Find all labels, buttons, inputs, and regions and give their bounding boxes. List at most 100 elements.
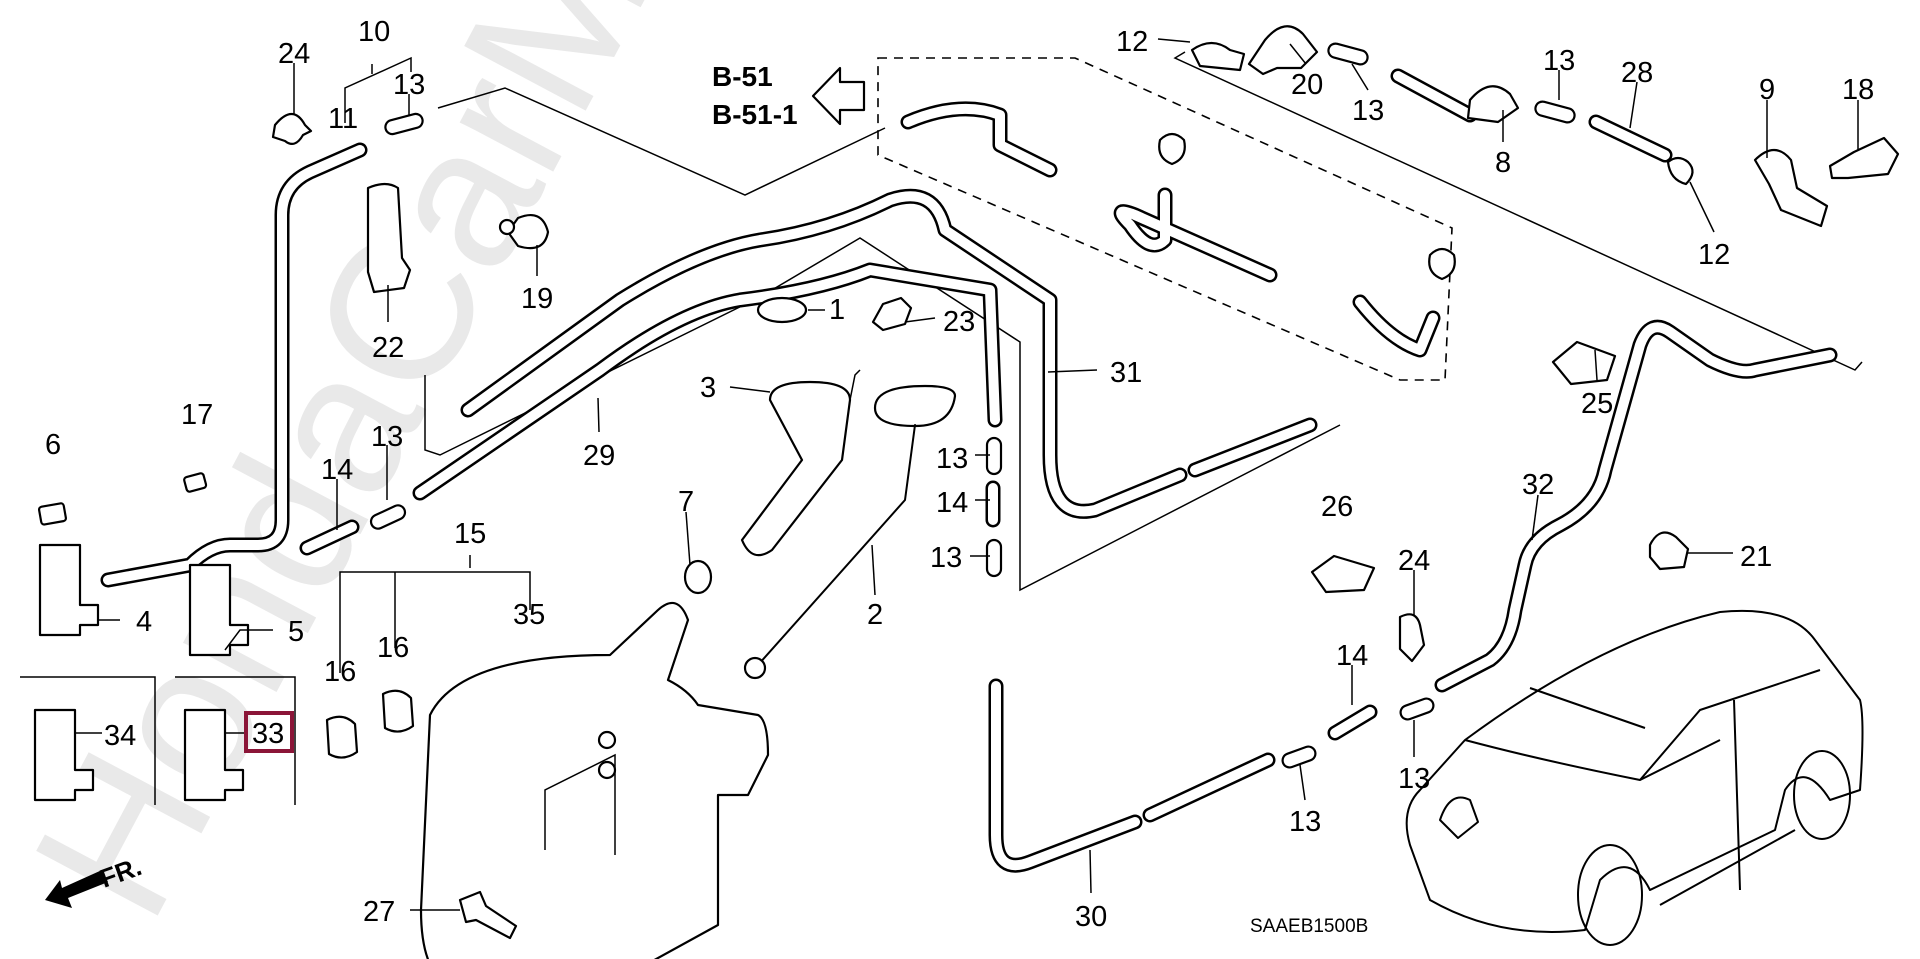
callout-12[interactable]: 12 [1698, 239, 1730, 271]
callout-15[interactable]: 15 [454, 518, 486, 550]
callout-24[interactable]: 24 [1398, 545, 1430, 577]
hose-11 [100, 142, 368, 588]
clamp-icon [1398, 613, 1426, 663]
grommet-icon [381, 689, 415, 733]
joint-icon [985, 538, 1003, 578]
vehicle-illustration [1405, 609, 1864, 946]
callout-3[interactable]: 3 [700, 372, 716, 404]
callout-labels: 10 24 11 13 12 20 13 13 28 9 18 8 12 19 … [45, 16, 1874, 933]
grommet-icon [325, 715, 359, 759]
callout-4[interactable]: 4 [136, 606, 152, 638]
frame-line-right [1173, 51, 1863, 371]
hose-30 [988, 678, 1276, 873]
pump-motor-icon [183, 708, 245, 802]
reference-b51[interactable]: B-51 [712, 61, 773, 92]
callout-23[interactable]: 23 [943, 306, 975, 338]
t-joint-icon [1666, 156, 1694, 186]
frame-line-mid [424, 237, 1341, 592]
pad-icon [37, 502, 67, 526]
callout-13[interactable]: 13 [393, 69, 425, 101]
callout-13[interactable]: 13 [1398, 763, 1430, 795]
callout-17[interactable]: 17 [181, 399, 213, 431]
pad-icon [1310, 554, 1376, 594]
grommet-icon [506, 214, 550, 250]
callout-13[interactable]: 13 [1352, 95, 1384, 127]
callout-32[interactable]: 32 [1522, 469, 1554, 501]
callout-9[interactable]: 9 [1759, 74, 1775, 106]
callout-33[interactable]: 33 [252, 718, 284, 750]
group-brackets [20, 56, 531, 805]
callout-14[interactable]: 14 [1336, 640, 1368, 672]
pump-motor-icon [38, 543, 100, 637]
callout-31[interactable]: 31 [1110, 357, 1142, 389]
front-arrow-icon [45, 870, 108, 908]
bolt-icon [458, 890, 518, 940]
callout-6[interactable]: 6 [45, 429, 61, 461]
callout-5[interactable]: 5 [288, 616, 304, 648]
pad-icon [1551, 340, 1617, 386]
callout-25[interactable]: 25 [1581, 388, 1613, 420]
callout-18[interactable]: 18 [1842, 74, 1874, 106]
callout-13[interactable]: 13 [930, 542, 962, 574]
parts [33, 25, 1900, 959]
callout-27[interactable]: 27 [363, 896, 395, 928]
callout-19[interactable]: 19 [521, 283, 553, 315]
hose-b51 [900, 101, 1456, 358]
callout-30[interactable]: 30 [1075, 901, 1107, 933]
joint-icon [1327, 42, 1369, 66]
callout-13[interactable]: 13 [936, 443, 968, 475]
callout-8[interactable]: 8 [1495, 147, 1511, 179]
callout-13[interactable]: 13 [1289, 806, 1321, 838]
callout-7[interactable]: 7 [678, 486, 694, 518]
joint-icon [1534, 100, 1576, 124]
bracket-icon [366, 182, 412, 294]
cap-icon [873, 384, 957, 428]
washer-tank [419, 601, 770, 959]
reference-block: B-51 B-51-1 [712, 61, 866, 130]
callout-16[interactable]: 16 [324, 656, 356, 688]
clamp-icon [1648, 531, 1690, 571]
callout-16[interactable]: 16 [377, 632, 409, 664]
section-dashed-outline [877, 57, 1453, 381]
joint-icon [1281, 745, 1317, 769]
callout-12[interactable]: 12 [1116, 26, 1148, 58]
callout-24[interactable]: 24 [278, 38, 310, 70]
callout-35[interactable]: 35 [513, 599, 545, 631]
check-valve-icon [1247, 25, 1319, 76]
callout-20[interactable]: 20 [1291, 69, 1323, 101]
joint-icon [384, 112, 424, 136]
nozzle-icon [1828, 136, 1900, 180]
highlight-box-33 [244, 711, 294, 753]
joint-icon [369, 504, 407, 530]
callout-21[interactable]: 21 [1740, 541, 1772, 573]
elbow-icon [1753, 148, 1829, 228]
callout-29[interactable]: 29 [583, 440, 615, 472]
pad-icon [183, 472, 208, 493]
callout-11[interactable]: 11 [328, 103, 358, 135]
clip-icon [871, 296, 913, 332]
callout-14[interactable]: 14 [321, 454, 353, 486]
joint-icon [1399, 697, 1435, 721]
hose-32 [1434, 319, 1838, 693]
reference-b51-1[interactable]: B-51-1 [712, 99, 798, 130]
callout-22[interactable]: 22 [372, 332, 404, 364]
seal-icon [683, 559, 713, 595]
hose-29 [412, 188, 1318, 519]
small-hoses [299, 68, 1673, 741]
clamp-icon [271, 112, 313, 145]
callout-13[interactable]: 13 [1543, 45, 1575, 77]
filler-neck-icon [740, 380, 852, 557]
callout-28[interactable]: 28 [1621, 57, 1653, 89]
callout-2[interactable]: 2 [867, 599, 883, 631]
leader-lines [75, 38, 1859, 911]
callout-14[interactable]: 14 [936, 487, 968, 519]
callout-34[interactable]: 34 [104, 720, 136, 752]
callout-1[interactable]: 1 [829, 294, 845, 326]
callout-26[interactable]: 26 [1321, 491, 1353, 523]
diagram-code: SAAEB1500B [1250, 916, 1368, 937]
o-ring-icon [756, 296, 808, 324]
joint-icon [985, 436, 1003, 476]
callout-10[interactable]: 10 [358, 16, 390, 48]
callout-13[interactable]: 13 [371, 421, 403, 453]
